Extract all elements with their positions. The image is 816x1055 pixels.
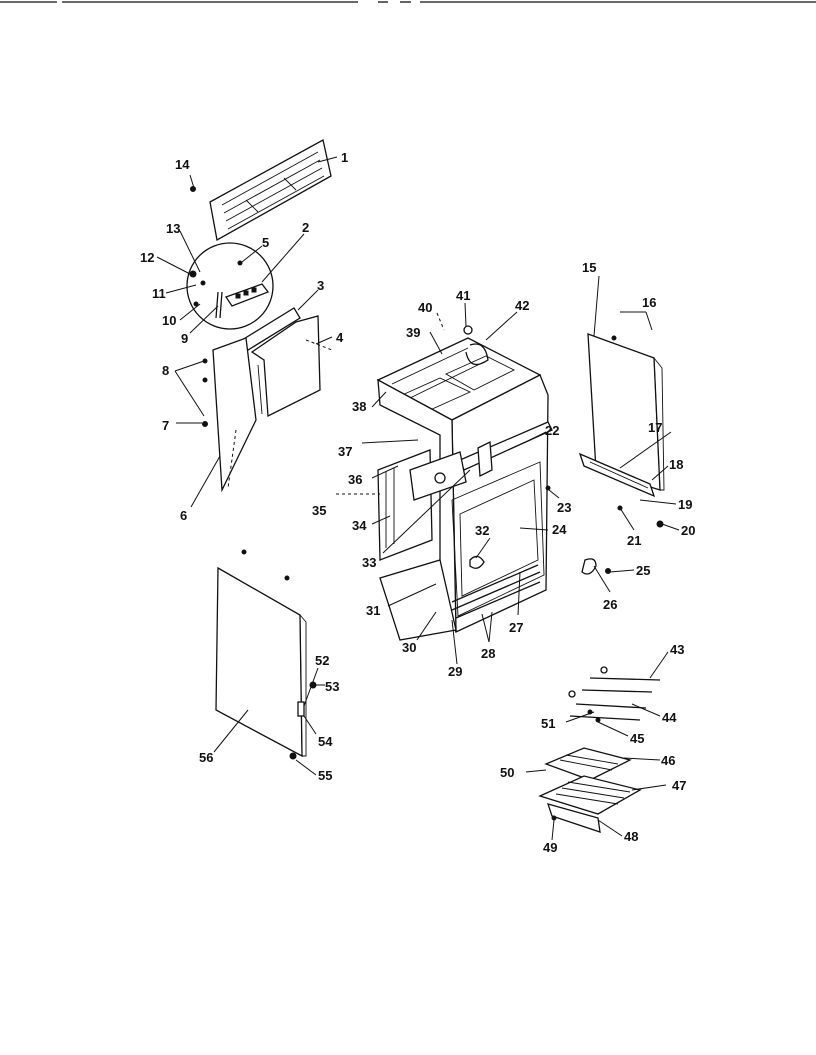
callout-45: 45 xyxy=(630,731,644,746)
callout-30: 30 xyxy=(402,640,416,655)
callout-47: 47 xyxy=(672,778,686,793)
side-trim-panel xyxy=(202,337,257,493)
callout-36: 36 xyxy=(348,472,362,487)
callout-9: 9 xyxy=(181,331,188,346)
callout-49: 49 xyxy=(543,840,557,855)
callout-4: 4 xyxy=(336,330,344,345)
callout-43: 43 xyxy=(670,642,684,657)
callout-11: 11 xyxy=(152,286,166,301)
callout-16: 16 xyxy=(642,295,656,310)
callout-33: 33 xyxy=(362,555,376,570)
callout-44: 44 xyxy=(662,710,677,725)
callout-37: 37 xyxy=(338,444,352,459)
callout-15: 15 xyxy=(582,260,596,275)
callout-38: 38 xyxy=(352,399,366,414)
callout-48: 48 xyxy=(624,829,638,844)
callout-27: 27 xyxy=(509,620,523,635)
callout-8: 8 xyxy=(162,363,169,378)
callout-17: 17 xyxy=(648,420,662,435)
callout-29: 29 xyxy=(448,664,462,679)
callout-24: 24 xyxy=(552,522,567,537)
callout-32: 32 xyxy=(475,523,489,538)
leader-lines xyxy=(156,156,680,841)
oven-body xyxy=(376,325,553,641)
callout-13: 13 xyxy=(166,221,180,236)
right-side-panel xyxy=(578,333,665,528)
screw-23 xyxy=(545,485,551,491)
callout-1: 1 xyxy=(341,150,348,165)
broiler-parts xyxy=(538,666,661,833)
callout-23: 23 xyxy=(557,500,571,515)
callout-51: 51 xyxy=(541,716,555,731)
callout-10: 10 xyxy=(162,313,176,328)
callout-12: 12 xyxy=(140,250,154,265)
callout-50: 50 xyxy=(500,765,514,780)
screw-25 xyxy=(605,568,611,574)
callout-3: 3 xyxy=(317,278,324,293)
callout-26: 26 xyxy=(603,597,617,612)
control-panel xyxy=(241,307,333,418)
callout-7: 7 xyxy=(162,418,169,433)
callout-18: 18 xyxy=(669,457,683,472)
callout-41: 41 xyxy=(456,288,470,303)
callout-54: 54 xyxy=(318,734,333,749)
callout-34: 34 xyxy=(352,518,367,533)
callout-5: 5 xyxy=(262,235,269,250)
callout-39: 39 xyxy=(406,325,420,340)
screw-14 xyxy=(190,186,196,192)
callout-19: 19 xyxy=(678,497,692,512)
callout-52: 52 xyxy=(315,653,329,668)
callout-40: 40 xyxy=(418,300,432,315)
callout-labels: 1 2 3 4 5 6 7 8 9 10 11 12 13 14 15 16 1… xyxy=(140,150,695,855)
callout-2: 2 xyxy=(302,220,309,235)
storage-drawer-panel xyxy=(215,549,317,760)
callout-25: 25 xyxy=(636,563,650,578)
callout-56: 56 xyxy=(199,750,213,765)
callout-35: 35 xyxy=(312,503,326,518)
callout-21: 21 xyxy=(627,533,641,548)
callout-42: 42 xyxy=(515,298,529,313)
callout-55: 55 xyxy=(318,768,332,783)
burner-cap-26 xyxy=(581,558,597,575)
backguard-panel xyxy=(209,139,332,242)
callout-31: 31 xyxy=(366,603,380,618)
callout-53: 53 xyxy=(325,679,339,694)
callout-14: 14 xyxy=(175,157,190,172)
callout-46: 46 xyxy=(661,753,675,768)
callout-20: 20 xyxy=(681,523,695,538)
control-detail-circle xyxy=(186,242,274,330)
callout-6: 6 xyxy=(180,508,187,523)
callout-28: 28 xyxy=(481,646,495,661)
callout-22: 22 xyxy=(545,423,559,438)
